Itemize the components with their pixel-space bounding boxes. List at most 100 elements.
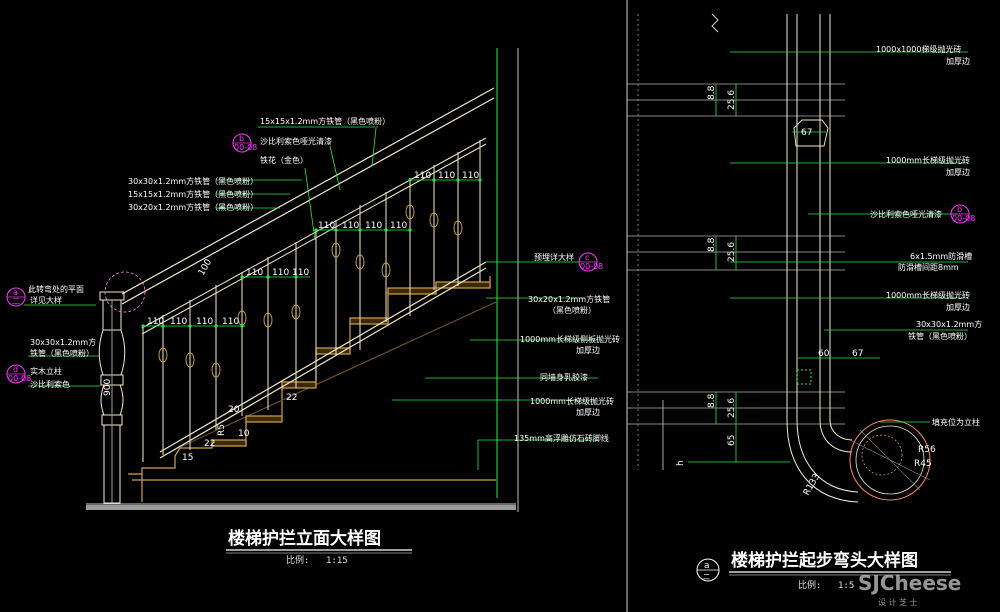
dim-20: 20 [228, 405, 240, 415]
svg-text:二: 二 [703, 573, 710, 581]
svg-text:设 计 芝 士: 设 计 芝 士 [878, 597, 918, 607]
iron-ornaments [158, 204, 463, 378]
svg-text:1000mm长梯级抛光砖: 1000mm长梯级抛光砖 [886, 290, 970, 300]
svg-text:加厚边: 加厚边 [946, 302, 970, 312]
tube-section [796, 369, 812, 385]
svg-text:填充位为立柱: 填充位为立柱 [932, 417, 980, 427]
dim-r5: R5 [217, 424, 227, 436]
svg-text:8.8: 8.8 [707, 237, 717, 252]
marker-b: b 00-08 [232, 133, 257, 153]
marker-a: a 二 [6, 287, 26, 307]
svg-text:25.6: 25.6 [727, 398, 737, 418]
dim-110: 110 [292, 268, 309, 278]
svg-text:67: 67 [852, 349, 863, 359]
svg-text:00-08: 00-08 [234, 143, 257, 152]
callout-post-tube: 30x30x1.2mm方 [30, 337, 96, 347]
handrail [121, 87, 495, 459]
callout-tube-15: 15x15x1.2mm方铁管（黑色喷粉） [260, 116, 390, 126]
svg-text:加厚边: 加厚边 [946, 167, 970, 177]
svg-text:a: a [704, 561, 710, 571]
svg-text:二: 二 [12, 297, 20, 306]
callout-tube-30x20b: 30x20x1.2mm方铁管 [528, 294, 610, 304]
starting-curve-detail: 8.8 25.6 8.8 25.6 8.8 25.6 67 60 67 65 R… [626, 0, 982, 612]
detail-scale-value: 1:5 [838, 581, 854, 591]
svg-text:30x30x1.2mm方: 30x30x1.2mm方 [916, 319, 982, 329]
svg-text:1000x1000梯级抛光砖: 1000x1000梯级抛光砖 [876, 44, 961, 54]
dim-15: 15 [182, 453, 193, 463]
elevation-title: 楼梯护拦立面大样图 [228, 528, 381, 549]
dim-110: 110 [342, 221, 359, 231]
detail-callouts: 1000x1000梯级抛光砖 加厚边 1000mm长梯级抛光砖 加厚边 沙比利索… [870, 44, 982, 427]
callout-side-tile: 1000mm长梯级侧板抛光砖 [520, 334, 620, 344]
dim-110: 110 [318, 221, 335, 231]
floor-slab [86, 505, 516, 510]
svg-text:00-08: 00-08 [580, 262, 603, 271]
callout-wood-post-color: 沙比利索色 [30, 379, 70, 389]
callout-tube-15b: 15x15x1.2mm方铁管（黑色喷粉） [128, 189, 258, 199]
newel-circle [849, 419, 931, 501]
dim-22: 22 [286, 393, 297, 403]
dim-110: 110 [222, 317, 239, 327]
dim-22: 22 [204, 439, 215, 449]
dimension-lines [143, 179, 480, 327]
dim-110: 110 [272, 268, 289, 278]
callout-iron-flower: 铁花（金色） [260, 155, 308, 165]
leader-lines [24, 126, 598, 470]
svg-text:00-08: 00-08 [952, 214, 975, 223]
callout-post-tube-finish: 铁管（黑色喷粉） [30, 348, 94, 358]
detail-marker-b: b 00-08 [950, 204, 975, 224]
dim-110: 110 [462, 171, 479, 181]
dim-110: 110 [365, 221, 382, 231]
elevation-callouts: 15x15x1.2mm方铁管（黑色喷粉） 沙比利索色哑光清漆 铁花（金色） 30… [28, 116, 620, 443]
callout-step-tile-edge: 加厚边 [576, 407, 600, 417]
svg-text:8.8: 8.8 [707, 393, 717, 408]
svg-text:SJCheese: SJCheese [858, 571, 961, 595]
detail-title: 楼梯护拦起步弯头大样图 [731, 550, 918, 571]
callout-turn-plan-ref: 详见大样 [30, 295, 62, 305]
detail-scale-label: 比例: [798, 579, 821, 591]
svg-text:1000mm长梯级抛光砖: 1000mm长梯级抛光砖 [886, 155, 970, 165]
svg-text:加厚边: 加厚边 [946, 56, 970, 66]
dim-110: 110 [147, 317, 164, 327]
callout-tube-30: 30x30x1.2mm方铁管（黑色喷粉） [128, 176, 258, 186]
svg-text:8.8: 8.8 [707, 85, 717, 100]
elevation-scale-label: 比例: [286, 554, 309, 566]
dim-10: 10 [238, 429, 250, 439]
balusters [142, 140, 481, 462]
dim-110: 110 [414, 171, 431, 181]
callout-wood-post: 实木立柱 [30, 366, 62, 376]
staircase-elevation: 110 110 110 110 110 110 110 110 110 110 … [6, 48, 620, 566]
svg-text:25.6: 25.6 [727, 242, 737, 262]
handrail-plan [786, 14, 859, 503]
callout-turn-plan: 此转弯处的平面 [28, 284, 84, 294]
svg-text:a: a [13, 288, 18, 297]
svg-text:6x1.5mm防滑槽: 6x1.5mm防滑槽 [910, 251, 972, 261]
dim-110: 110 [196, 317, 213, 327]
svg-text:铁管（黑色喷粉）: 铁管（黑色喷粉） [908, 331, 972, 341]
svg-text:b: b [957, 205, 962, 214]
svg-text:防滑槽间距8mm: 防滑槽间距8mm [898, 262, 959, 272]
svg-text:R56: R56 [918, 445, 936, 455]
svg-text:沙比利索色哑光清漆: 沙比利索色哑光清漆 [870, 209, 942, 219]
dim-110: 110 [246, 268, 263, 278]
svg-text:00-08: 00-08 [8, 374, 31, 383]
watermark-logo: SJCheese 设 计 芝 士 [858, 571, 961, 607]
svg-text:h: h [676, 460, 686, 466]
dim-110: 110 [170, 317, 187, 327]
svg-text:R45: R45 [914, 459, 932, 469]
callout-embedded: 预埋详大样 [534, 252, 574, 262]
callout-varnish: 沙比利索色哑光清漆 [260, 136, 332, 146]
svg-text:b: b [239, 134, 244, 143]
newel-post [98, 291, 126, 504]
callout-black-powder: （黑色喷粉） [548, 305, 596, 315]
callout-tube-30x20: 30x20x1.2mm方铁管（黑色喷粉） [128, 202, 258, 212]
detail-title-marker: a 二 [696, 558, 720, 582]
marker-c: c 00-08 [578, 252, 603, 272]
callout-side-tile-edge: 加厚边 [576, 345, 600, 355]
svg-text:60: 60 [818, 349, 830, 359]
turn-detail-circle [104, 271, 146, 313]
svg-text:65: 65 [727, 435, 737, 446]
marker-d: d 00-08 [6, 364, 31, 384]
callout-skirting: 135mm高浮雕仿石砖脚线 [514, 433, 609, 443]
